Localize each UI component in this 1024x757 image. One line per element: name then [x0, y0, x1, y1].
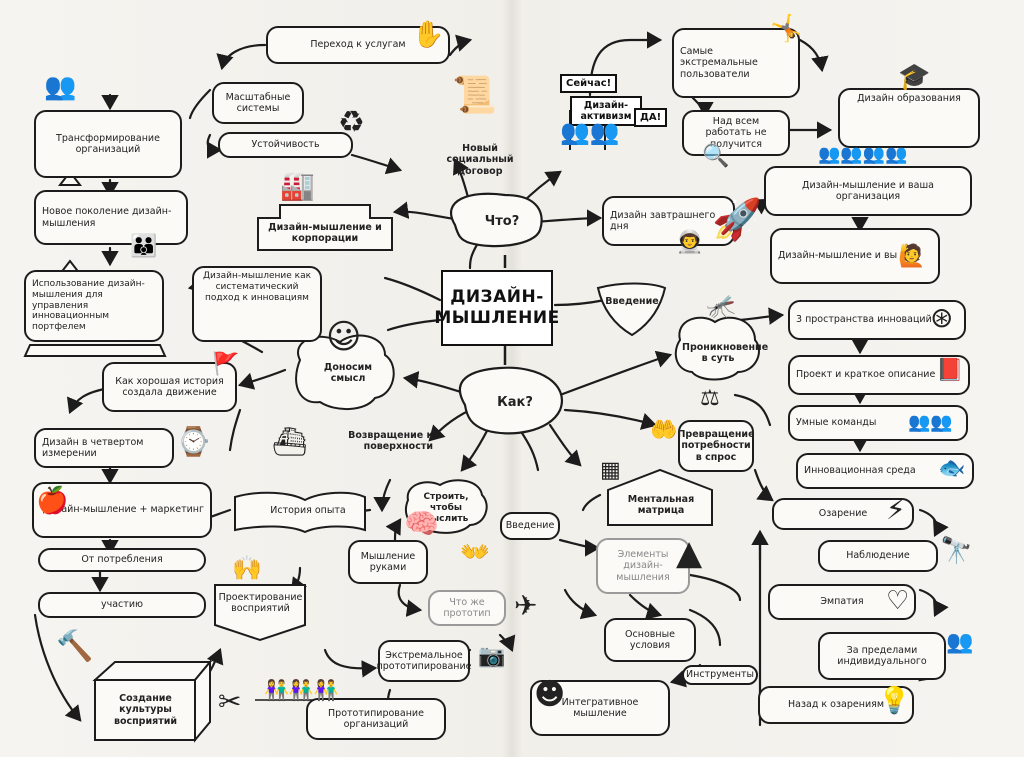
fish-icon: 🐟	[938, 456, 966, 481]
watch-icon: ⌚	[176, 425, 211, 458]
astronaut-icon: 👨‍🚀	[676, 230, 704, 255]
node-consumption: От потребления	[38, 548, 206, 572]
node-meaning: Доносим смысл	[323, 362, 373, 385]
heart-icon: ♡	[886, 586, 910, 616]
node-mental: Ментальная матрица	[627, 494, 695, 517]
node-portfolio: Использование дизайн-мышления для управл…	[24, 270, 164, 342]
node-all-wont: Над всем работать не получится	[682, 110, 790, 156]
node-environment: Инновационная среда	[796, 453, 974, 489]
diver-icon: 🤸	[770, 14, 803, 44]
waving-hands-icon: 👐	[460, 538, 490, 566]
hub-intro: Введение	[605, 296, 659, 307]
binoculars-icon: 🔭	[940, 536, 973, 566]
node-observation: Наблюдение	[818, 540, 938, 572]
node-three-spaces: 3 пространства инноваций	[788, 300, 966, 340]
lightning-icon: ⚡	[886, 493, 906, 526]
node-empathy: Эмпатия	[768, 584, 916, 620]
node-insight: Проникновение в суть	[682, 342, 769, 365]
node-story: Как хорошая история создала движение	[102, 362, 237, 412]
node-history: История опыта	[270, 505, 346, 516]
glasses-face-icon: ☻	[534, 677, 566, 712]
open-hands-icon: 🤲	[650, 418, 678, 443]
node-tomorrow: Дизайн завтрашнего дня	[602, 196, 735, 246]
node-conditions: Основные условия	[604, 618, 696, 662]
node-beyond: За пределами индивидуального	[818, 632, 946, 680]
node-think: Строить, чтобы мыслить	[423, 492, 469, 524]
plane-icon: ✈	[514, 589, 538, 622]
node-elements: Элементы дизайн-мышления	[596, 538, 690, 594]
protesters-icon: 👥👥	[560, 118, 620, 146]
node-fourth: Дизайн в четвертом измерении	[34, 428, 174, 468]
scale-icon: ⚖	[700, 386, 720, 411]
hub-what: Что?	[484, 214, 520, 229]
node-experience-design: Проектирование восприятий	[218, 592, 303, 615]
face-icon: ☺	[326, 317, 362, 357]
book-icon: 📕	[936, 358, 964, 383]
team-icon: 👥👥	[908, 412, 953, 433]
hub-how: Как?	[497, 395, 533, 410]
triangle-icon: ▲	[676, 533, 703, 573]
camera-icon: 📷	[478, 644, 506, 669]
cheering-person-icon: 🙌	[232, 554, 262, 582]
node-org-proto: Прототипирование организаций	[306, 698, 446, 740]
paper-chain-icon: 👫👫👫	[264, 678, 339, 702]
rocket-icon: 🚀	[712, 197, 762, 243]
manuscript-icon: 📜	[452, 75, 497, 116]
node-services: Переход к услугам	[266, 26, 450, 64]
mosquito-icon: 🦟	[706, 292, 736, 320]
venn-icon: ⊛	[930, 301, 954, 334]
apples-icon: 🍎	[36, 486, 69, 516]
node-you: Дизайн-мышление и вы	[770, 228, 940, 284]
flag-person-icon: 🚩	[212, 352, 240, 377]
audience-icon: 👥	[44, 72, 77, 102]
submarine-icon: ⛴	[272, 425, 308, 458]
node-extreme-users: Самые экстремальные пользователи	[672, 28, 800, 98]
sign-now: Сейчас!	[560, 74, 618, 93]
teacher-icon: 🙋	[898, 244, 926, 269]
recycle-icon: ♻	[338, 105, 365, 140]
node-surface: Возвращение к поверхности	[348, 430, 433, 453]
brain-icon: 🧠	[404, 507, 439, 540]
node-org: Дизайн-мышление и ваша организация	[764, 166, 972, 216]
node-what-proto: Что же прототип	[428, 590, 506, 626]
central-title: ДИЗАЙН-МЫШЛЕНИЕ	[434, 270, 559, 346]
node-marketing: Дизайн-мышление + маркетинг	[32, 482, 212, 538]
node-newgen: Новое поколение дизайн-мышления	[34, 190, 188, 245]
node-scalable: Масштабные системы	[212, 82, 304, 124]
sign-yes: ДА!	[634, 108, 668, 127]
node-transform: Трансформирование организаций	[34, 110, 182, 178]
factory-icon: 🏭	[280, 169, 315, 202]
node-tools: Инструменты	[682, 665, 758, 685]
node-contract: Новый социальный договор	[446, 143, 514, 177]
node-back: Назад к озарениям	[758, 686, 914, 724]
node-participation: участию	[38, 592, 206, 618]
node-hands: Мышление руками	[348, 540, 428, 584]
node-project-brief: Проект и краткое описание	[788, 355, 970, 395]
node-integrative: Интегративное мышление	[530, 680, 670, 736]
node-inspiration: Озарение	[772, 498, 914, 530]
crowd-icon: 👥👥👥👥	[818, 144, 908, 165]
node-sustainability: Устойчивость	[218, 132, 353, 158]
node-mental-intro: Введение	[500, 512, 560, 540]
grid-icon: ▦	[600, 458, 621, 483]
person-icon: 👪	[130, 234, 158, 259]
node-systematic: Дизайн-мышление как систематический подх…	[192, 266, 322, 342]
hammer-icon: 🔨	[56, 629, 94, 664]
node-education: Дизайн образования	[838, 88, 980, 148]
graduation-cap-icon: 🎓	[898, 62, 931, 92]
node-culture: Создание культуры восприятий	[113, 693, 178, 727]
magnifier-icon: 🔍	[702, 144, 730, 169]
node-extreme-proto: Экстремальное прототипирование	[377, 640, 472, 682]
sign-activism: Дизайн-активизм	[570, 96, 642, 126]
bulb-icon: 💡	[878, 686, 911, 716]
node-corporations: Дизайн-мышление и корпорации	[268, 222, 382, 245]
scissors-icon: ✂	[218, 685, 242, 718]
hand-icon: ✋	[412, 20, 445, 50]
node-smart-teams: Умные команды	[788, 405, 968, 441]
people-icon: 👥	[946, 630, 974, 655]
node-needs: Превращение потребности в спрос	[677, 420, 755, 472]
